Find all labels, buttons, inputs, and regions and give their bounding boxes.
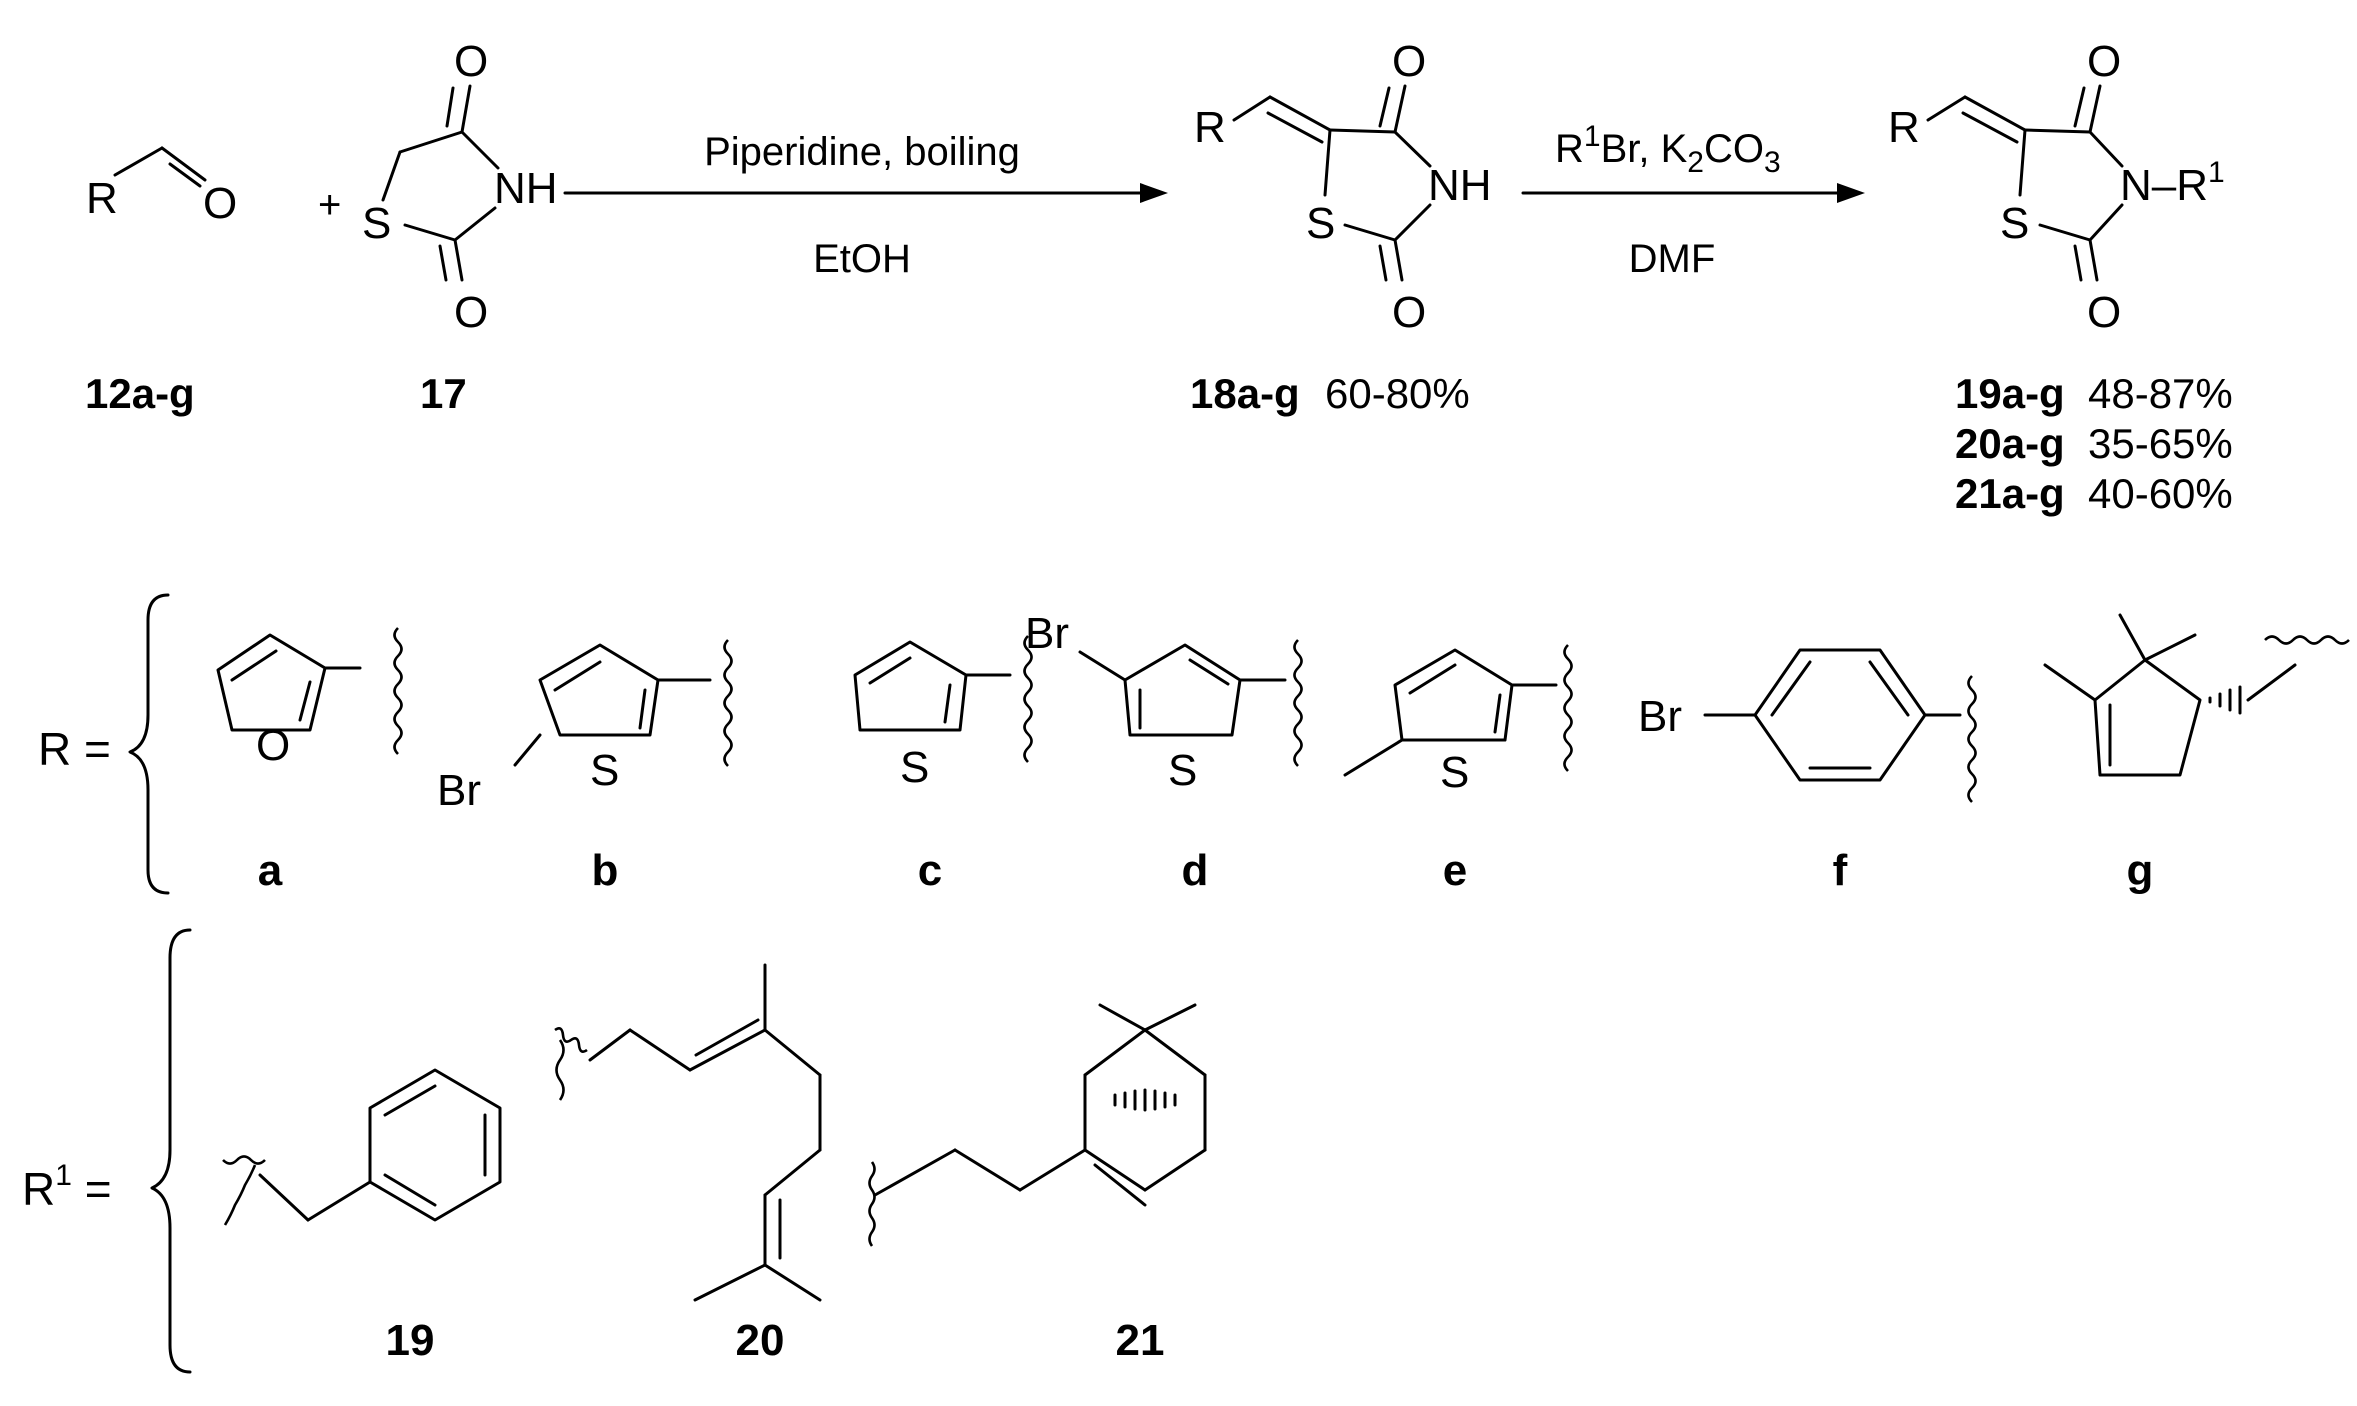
atom-s: S — [2000, 199, 2029, 248]
compound-17-structure: O NH S O — [362, 37, 558, 337]
compound-yield-20: 35-65% — [2088, 420, 2233, 467]
atom-s: S — [362, 199, 391, 248]
r-substituent-d: S Br — [1025, 609, 1303, 795]
r1-label-19: 19 — [386, 1316, 435, 1365]
compound-label-18: 18a-g — [1190, 370, 1300, 417]
compound-label-12: 12a-g — [85, 370, 195, 417]
atom-n-r1: N–R1 — [2120, 156, 2225, 210]
r-label-e: e — [1443, 846, 1467, 895]
compound-18-structure: R O NH S O — [1194, 37, 1492, 337]
compound-label-21: 21a-g — [1955, 470, 2065, 517]
hashed-bond — [2208, 685, 2242, 715]
step1-solvent: EtOH — [813, 237, 911, 281]
r-substituent-a: O — [216, 627, 403, 770]
atom-nh: NH — [1428, 161, 1492, 210]
reaction-arrow-2 — [1521, 183, 1865, 203]
r-label-d: d — [1182, 846, 1209, 895]
compound-yield-19: 48-87% — [2088, 370, 2233, 417]
compound-label-20: 20a-g — [1955, 420, 2065, 467]
r-substituent-b: S Br — [437, 639, 733, 815]
atom-o: O — [454, 288, 488, 337]
r1-substituent-21 — [868, 1003, 1207, 1247]
r-substituent-e: S — [1343, 644, 1573, 797]
compound-12-structure: R O — [86, 146, 237, 228]
r1-legend-brace — [150, 928, 192, 1374]
step2-solvent: DMF — [1629, 237, 1716, 281]
atom-s: S — [1168, 746, 1197, 795]
atom-r: R — [1888, 103, 1920, 152]
atom-nh: NH — [494, 164, 558, 213]
atom-br: Br — [1638, 692, 1682, 741]
atom-s: S — [1440, 748, 1469, 797]
atom-o: O — [256, 721, 290, 770]
r-substituent-g — [2043, 613, 2350, 777]
atom-s: S — [590, 746, 619, 795]
plus-sign: + — [318, 183, 341, 227]
reaction-arrow-1 — [563, 183, 1168, 203]
atom-o: O — [1392, 288, 1426, 337]
product-structure: R O S O N–R1 — [1888, 37, 2225, 337]
step2-reagent: R1Br, K2CO3 — [1555, 120, 1781, 179]
atom-o: O — [2087, 288, 2121, 337]
atom-o: O — [203, 179, 237, 228]
r-label-g: g — [2127, 846, 2154, 895]
compound-yield-21: 40-60% — [2088, 470, 2233, 517]
atom-o: O — [1392, 37, 1426, 86]
atom-s: S — [1306, 199, 1335, 248]
r-legend-lead: R = — [38, 723, 111, 775]
atom-s: S — [900, 743, 929, 792]
atom-r: R — [1194, 103, 1226, 152]
r-substituent-f: Br — [1638, 648, 1977, 803]
r1-label-21: 21 — [1116, 1316, 1165, 1365]
compound-yield-18: 60-80% — [1325, 370, 1470, 417]
atom-br: Br — [1025, 609, 1069, 658]
atom-o: O — [454, 37, 488, 86]
r-label-f: f — [1833, 846, 1848, 895]
step1-reagent: Piperidine, boiling — [704, 130, 1020, 174]
r-substituent-c: S — [853, 635, 1033, 792]
r1-substituent-19 — [222, 1068, 502, 1226]
atom-o: O — [2087, 37, 2121, 86]
hashed-bridge — [1113, 1088, 1177, 1112]
r-label-c: c — [918, 846, 942, 895]
atom-br: Br — [437, 766, 481, 815]
r-legend-brace — [128, 593, 170, 895]
r1-legend-lead: R1 = — [22, 1159, 112, 1215]
atom-r: R — [86, 174, 118, 223]
r1-substituent-20 — [554, 963, 822, 1302]
r1-label-20: 20 — [736, 1316, 785, 1365]
r-label-b: b — [592, 846, 619, 895]
r-label-a: a — [258, 846, 283, 895]
compound-label-17: 17 — [420, 370, 467, 417]
compound-label-19: 19a-g — [1955, 370, 2065, 417]
